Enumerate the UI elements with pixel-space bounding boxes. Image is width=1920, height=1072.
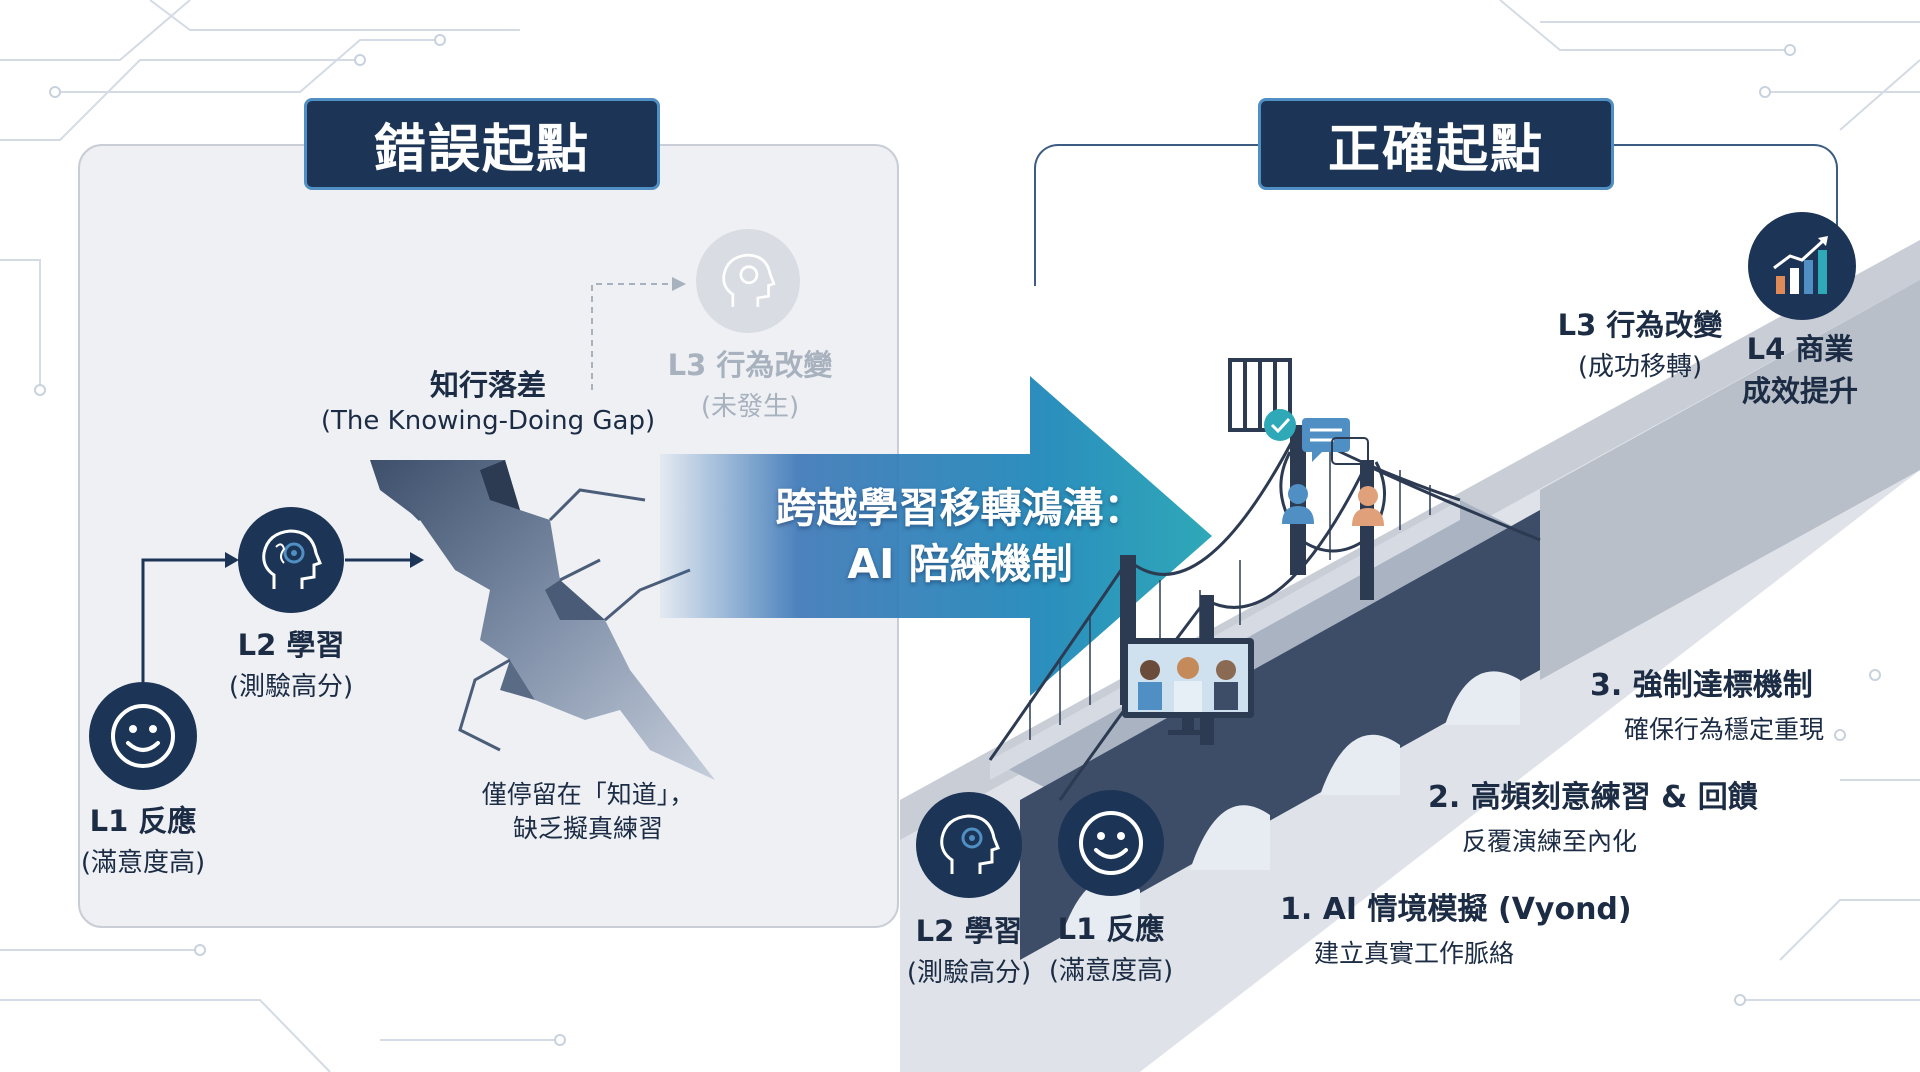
- left-l1-label: L1 反應 (滿意度高): [48, 798, 238, 879]
- gap-title: 知行落差: [429, 368, 546, 402]
- checkmark-icon: [1264, 409, 1296, 441]
- step-2-title: 2. 高頻刻意練習 & 回饋: [1428, 780, 1758, 815]
- dashed-arrow: [591, 277, 686, 390]
- step-2-sub: 反覆演練至內化: [1462, 827, 1638, 856]
- head-gear-icon: [262, 529, 322, 589]
- gap-note-line1: 僅停留在「知道」，: [481, 780, 695, 809]
- left-l3-label: L3 行為改變 (未發生): [640, 342, 860, 423]
- step-3-title: 3. 強制達標機制: [1590, 668, 1813, 703]
- right-l1-sub: (滿意度高): [1048, 956, 1174, 986]
- right-l2-label: L2 學習 (測驗高分): [874, 908, 1064, 989]
- gap-subtitle: (The Knowing-Doing Gap): [320, 406, 656, 436]
- center-arrow-line1: 跨越學習移轉鴻溝：: [775, 484, 1145, 532]
- step-3: 3. 強制達標機制 確保行為穩定重現: [1590, 660, 1824, 746]
- right-l2-learning-circle: [916, 792, 1022, 898]
- chat-icon: [1279, 418, 1387, 553]
- head-gear-icon: [722, 253, 776, 307]
- center-arrow-text: 跨越學習移轉鴻溝： AI 陪練機制: [690, 480, 1230, 592]
- right-l1-reaction-circle: [1058, 790, 1164, 896]
- right-l4-title: L4 商業: [1746, 332, 1854, 366]
- right-l3-title: L3 行為改變: [1557, 308, 1723, 342]
- right-l2-sub: (測驗高分): [906, 958, 1032, 988]
- smiley-icon: [111, 704, 175, 768]
- l4-business-circle: [1748, 212, 1856, 320]
- knowing-doing-gap-label: 知行落差 (The Knowing-Doing Gap): [308, 362, 668, 436]
- right-l1-label: L1 反應 (滿意度高): [1016, 906, 1206, 987]
- correct-start-title: 正確起點: [1258, 98, 1614, 190]
- right-l4-label: L4 商業 成效提升: [1710, 326, 1890, 410]
- chart-growth-icon: [1773, 236, 1828, 294]
- left-l1-title: L1 反應: [89, 804, 197, 838]
- right-l4-title2: 成效提升: [1741, 374, 1858, 408]
- center-arrow-line2: AI 陪練機制: [847, 540, 1073, 588]
- people-icon: [1282, 484, 1384, 526]
- left-l2-sub: (測驗高分): [228, 672, 354, 702]
- left-l3-sub: (未發生): [700, 392, 800, 422]
- gap-note: 僅停留在「知道」， 缺乏擬真練習: [428, 778, 748, 846]
- center-big-arrow: [660, 376, 1212, 696]
- right-l1-title: L1 反應: [1057, 912, 1165, 946]
- smiley-icon: [1079, 811, 1143, 875]
- l3-behavior-circle-faded: [696, 229, 800, 333]
- left-l3-title: L3 行為改變: [667, 348, 833, 382]
- right-l3-label: L3 行為改變 (成功移轉): [1530, 302, 1750, 383]
- progress-arrows: [141, 552, 424, 682]
- l2-learning-circle: [238, 507, 344, 613]
- step-2: 2. 高頻刻意練習 & 回饋 反覆演練至內化: [1428, 772, 1758, 858]
- right-l2-title: L2 學習: [915, 914, 1023, 948]
- step-1-title: 1. AI 情境模擬 (Vyond): [1280, 892, 1632, 927]
- video-call-icon: [1122, 638, 1254, 735]
- step-3-sub: 確保行為穩定重現: [1624, 715, 1825, 744]
- gap-note-line2: 缺乏擬真練習: [512, 814, 663, 843]
- step-1-sub: 建立真實工作脈絡: [1314, 939, 1515, 968]
- left-l1-sub: (滿意度高): [80, 848, 206, 878]
- wrong-start-title: 錯誤起點: [304, 98, 660, 190]
- left-l2-title: L2 學習: [237, 628, 345, 662]
- l1-reaction-circle: [89, 682, 197, 790]
- left-l2-label: L2 學習 (測驗高分): [196, 622, 386, 703]
- head-gear-icon: [940, 814, 1000, 874]
- right-l3-sub: (成功移轉): [1577, 352, 1703, 382]
- step-1: 1. AI 情境模擬 (Vyond) 建立真實工作脈絡: [1280, 884, 1632, 970]
